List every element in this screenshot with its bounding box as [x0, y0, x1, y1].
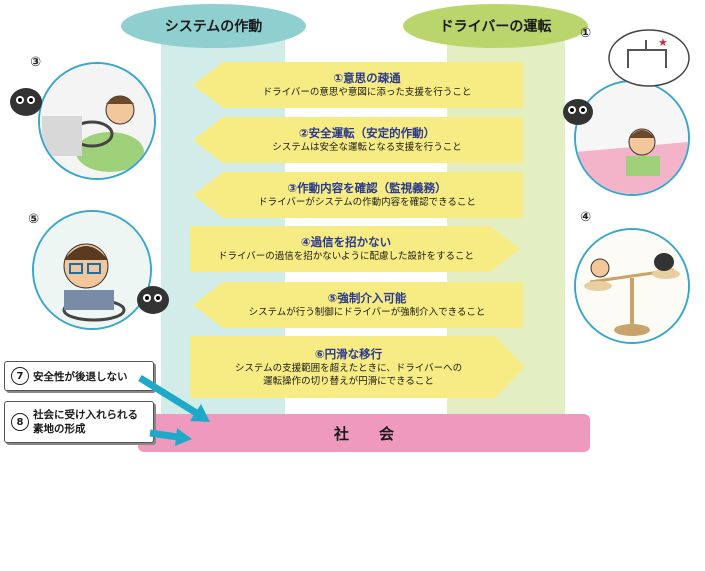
robot-icon-5 — [134, 282, 172, 320]
balance-scale-illustration — [574, 228, 690, 344]
arrow-8-to-society — [150, 428, 192, 446]
illustration-number-4: ④ — [580, 210, 591, 225]
illustration-number-1: ① — [580, 26, 591, 41]
driver-glasses-icon — [34, 212, 150, 328]
thought-bubble: ★ — [606, 28, 692, 94]
arrow-7-to-society — [140, 378, 210, 422]
robot-icon-1 — [561, 95, 595, 131]
driver-steering-icon — [40, 64, 154, 178]
illustration-number-3: ③ — [30, 55, 41, 70]
driver-steering-illustration — [38, 62, 156, 180]
robot-icon-3 — [8, 84, 44, 122]
illustration-number-5: ⑤ — [28, 212, 39, 227]
balance-scale-icon — [576, 230, 688, 342]
svg-text:★: ★ — [658, 36, 668, 49]
